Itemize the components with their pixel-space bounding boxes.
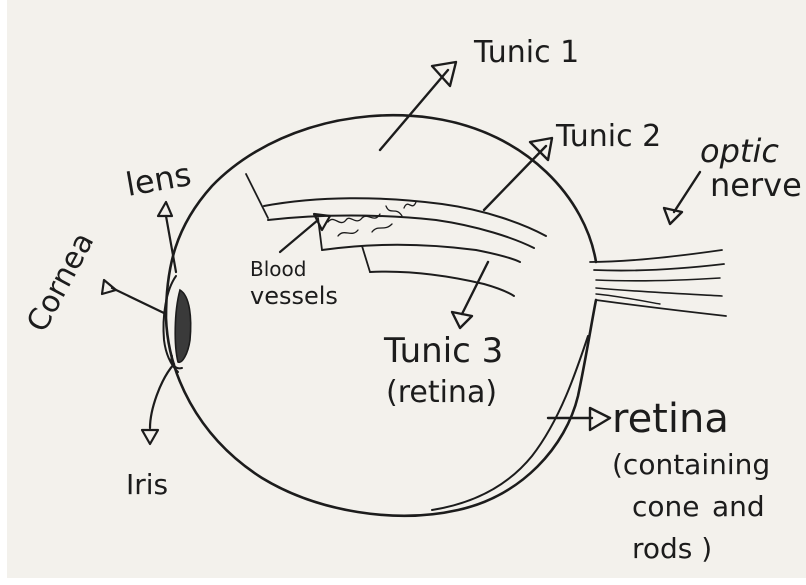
retina-desc-line3: rods ) [632, 532, 712, 565]
retina-desc-line2b: and [712, 490, 765, 523]
retina-desc-line1: (containing [612, 448, 770, 481]
blood-vessels-label-line1: Blood [250, 257, 306, 281]
bottom-edge-strip [0, 578, 806, 585]
retina-desc-line2a: cone [632, 490, 700, 523]
tunic3-sublabel: (retina) [386, 375, 497, 410]
tunic1-label: Tunic 1 [473, 35, 579, 70]
iris-label: Iris [126, 468, 168, 501]
blood-vessels-label-line2: vessels [250, 282, 338, 310]
retina-title-label: retina [612, 396, 729, 442]
optic-label-line2: nerve [710, 166, 802, 204]
tunic3-label: Tunic 3 [383, 331, 503, 371]
optic-label-line1: optic [700, 132, 779, 170]
tunic2-label: Tunic 2 [555, 119, 661, 154]
left-edge-strip [0, 0, 7, 585]
